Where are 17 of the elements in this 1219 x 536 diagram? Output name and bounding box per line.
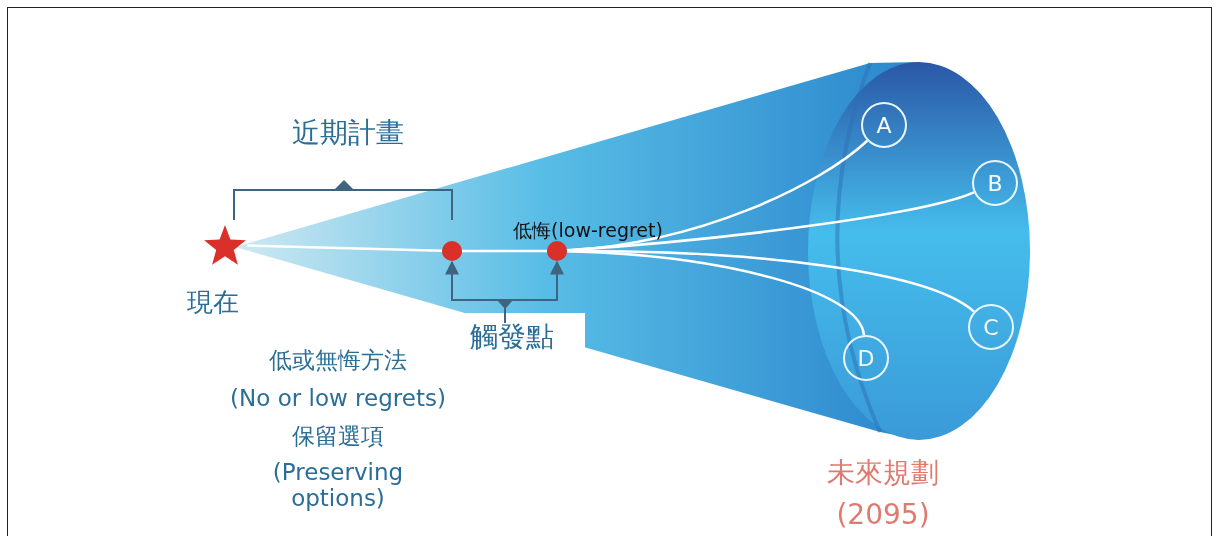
approach-label: (No or low regrets) — [230, 384, 446, 412]
star-icon — [203, 223, 247, 267]
future-label: 未來規劃 — [827, 456, 939, 490]
approach-label: (Preserving options) — [271, 458, 405, 512]
option-circle: C — [968, 304, 1014, 350]
connector-line — [566, 191, 975, 252]
section-heading: 近期計畫 — [292, 116, 404, 150]
future-label: (2095) — [836, 498, 930, 532]
node-caption: 現在 — [187, 285, 239, 319]
option-circle: B — [972, 160, 1018, 206]
connector-line — [462, 249, 547, 253]
option-circle: A — [861, 102, 907, 148]
approach-label: 保留選項 — [292, 422, 384, 450]
node-caption: 低悔(low-regret) — [513, 218, 663, 243]
option-circle: D — [843, 335, 889, 381]
connector-line — [566, 250, 866, 336]
approach-label: 低或無悔方法 — [269, 346, 407, 374]
